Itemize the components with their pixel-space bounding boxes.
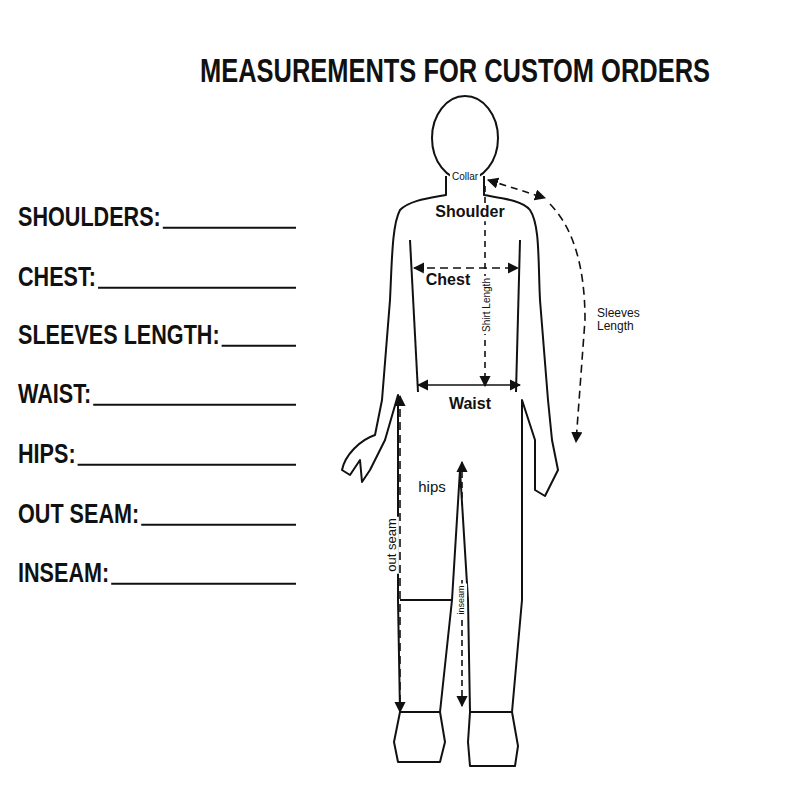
field-label: INSEAM: [18,559,109,589]
field-label: HIPS: [18,440,76,470]
part-label: Collar [450,171,480,182]
fill-in-line [78,464,296,466]
part-label: Waist [447,395,493,413]
fill-in-line [98,287,296,289]
fill-in-line [111,583,296,585]
fill-in-line [163,227,296,229]
field-label: SHOULDERS: [18,203,161,233]
title: MEASUREMENTS FOR CUSTOM ORDERS [200,52,710,89]
part-label: inseam [457,583,467,616]
field-label: SLEEVES LENGTH: [18,321,220,351]
part-label: Sleeves Length [595,307,647,333]
part-label: hips [416,479,448,496]
part-label: out seam [385,516,399,573]
fill-in-line [93,404,296,406]
field-label: OUT SEAM: [18,500,139,530]
fill-in-line [222,345,296,347]
field-label: WAIST: [18,380,91,410]
fill-in-line [141,524,296,526]
body-outline [342,96,558,766]
part-label: Shoulder [433,203,506,221]
part-label: Chest [424,271,472,289]
field-label: CHEST: [18,263,96,293]
measure-arrows [400,180,585,712]
part-label: Shirt Length [481,276,492,334]
